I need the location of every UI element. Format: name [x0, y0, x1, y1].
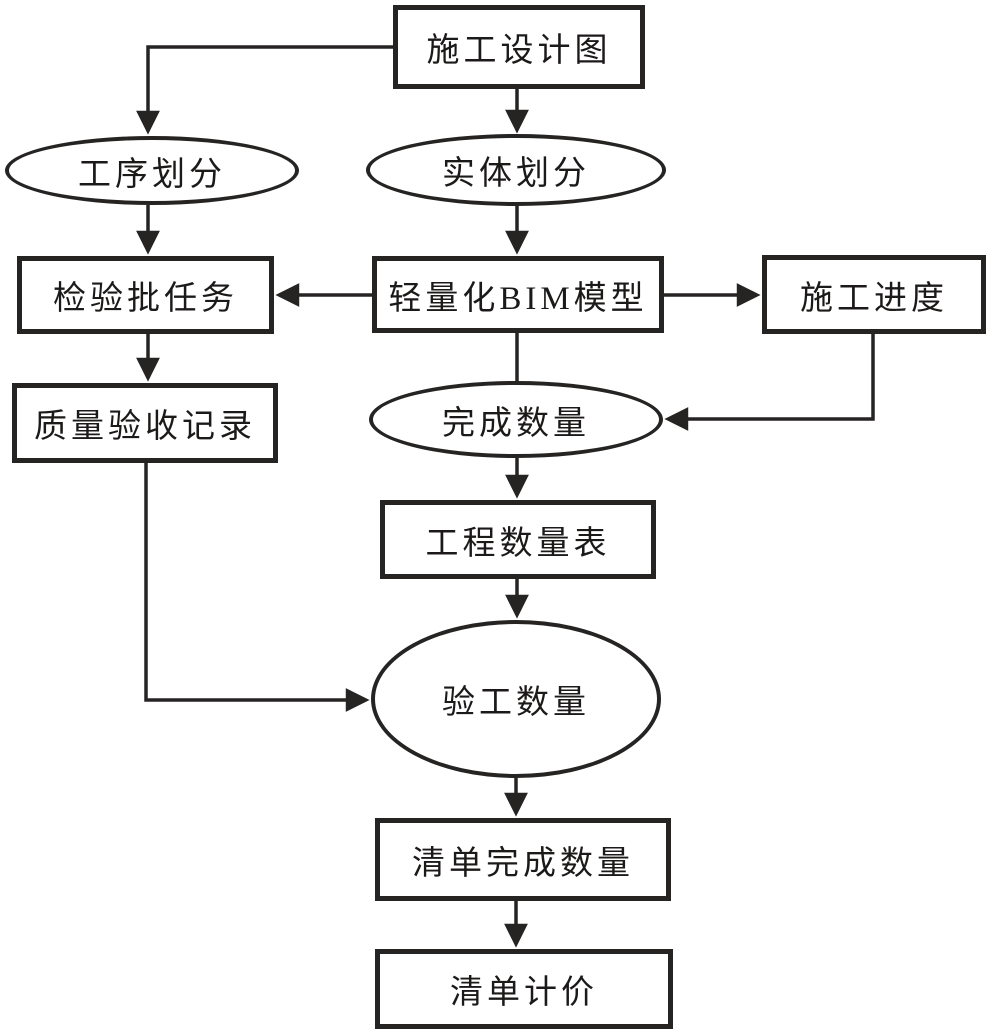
node-label: 工序划分 [78, 156, 226, 193]
node-label: 清单完成数量 [412, 845, 634, 882]
node-label: 质量验收记录 [34, 409, 256, 445]
edge-quality-record-to-acceptance-quantity [144, 463, 370, 712]
node-lightweight-bim-model: 轻量化BIM模型 [372, 256, 664, 333]
node-completed-quantity: 完成数量 [369, 381, 663, 458]
node-inspection-batch-task: 检验批任务 [17, 256, 274, 334]
edge-design-to-process-division [136, 45, 393, 135]
node-construction-design-drawing: 施工设计图 [393, 5, 645, 89]
node-construction-progress: 施工进度 [762, 255, 986, 334]
node-quality-acceptance-record: 质量验收记录 [12, 383, 278, 463]
node-label: 施工设计图 [426, 33, 612, 69]
node-label: 施工进度 [800, 280, 948, 317]
node-process-division: 工序划分 [5, 136, 299, 205]
node-list-completed-quantity: 清单完成数量 [375, 818, 671, 901]
node-label: 工程数量表 [425, 525, 611, 562]
node-engineering-quantity-table: 工程数量表 [380, 500, 656, 579]
edge-construction-progress-to-completed-quantity [664, 334, 875, 431]
node-label: 清单计价 [450, 975, 598, 1011]
node-label: 轻量化BIM模型 [388, 280, 648, 317]
node-label: 实体划分 [442, 156, 590, 192]
node-acceptance-work-quantity: 验工数量 [371, 620, 661, 778]
node-list-pricing: 清单计价 [375, 949, 673, 1029]
node-entity-division: 实体划分 [366, 134, 666, 206]
node-label: 验工数量 [442, 685, 590, 721]
node-label: 检验批任务 [53, 281, 238, 317]
node-label: 完成数量 [442, 405, 590, 442]
